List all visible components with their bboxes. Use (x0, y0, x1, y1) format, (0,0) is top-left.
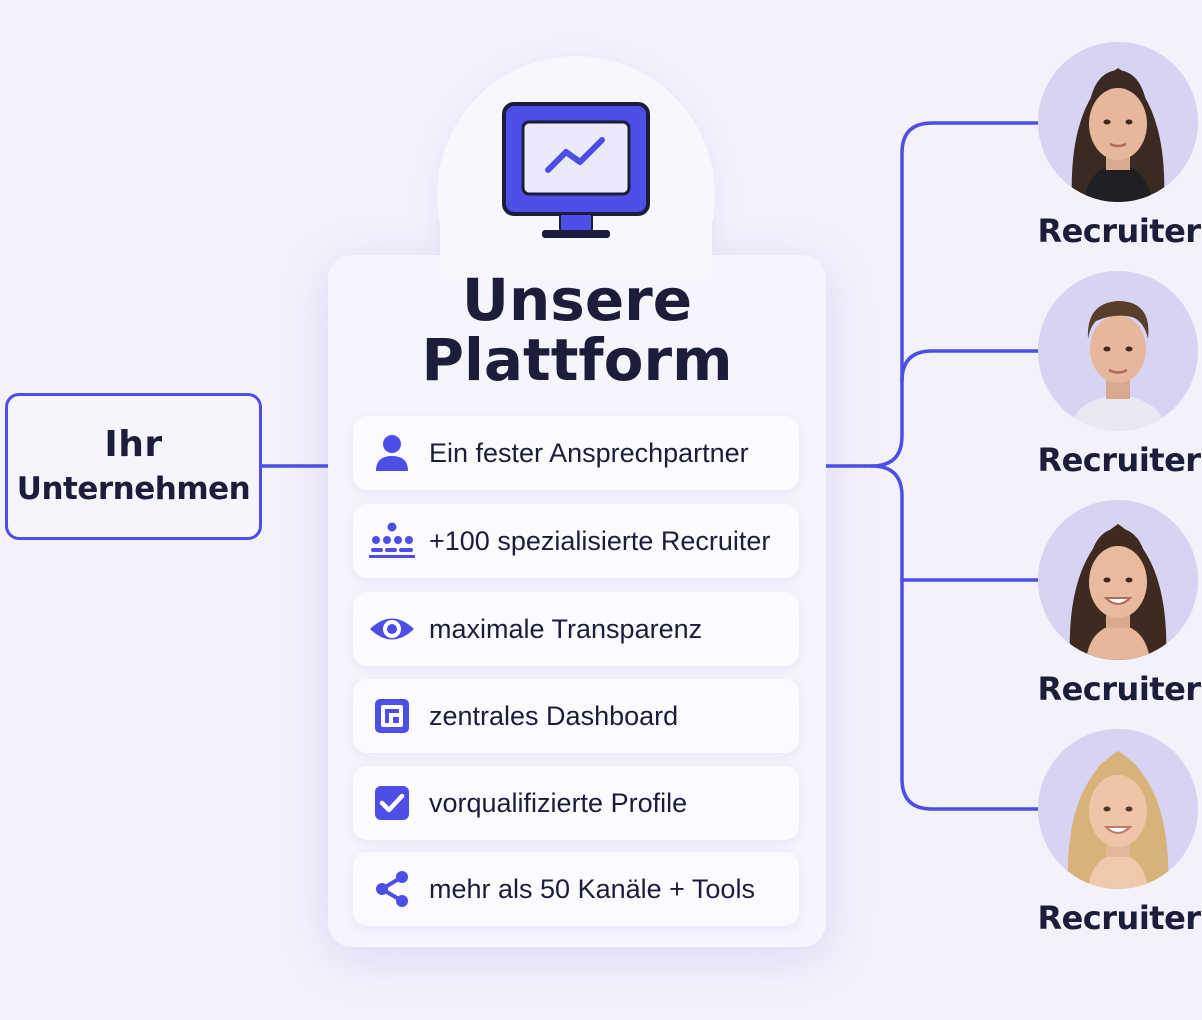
recruiter-avatar (1038, 42, 1198, 202)
feature-contact-person: Ein fester Ansprechpartner (353, 416, 799, 490)
platform-title-line2: Plattform (421, 326, 733, 394)
team-icon (367, 521, 417, 561)
company-label-line2: Unternehmen (16, 470, 251, 507)
checkbox-icon (367, 783, 417, 823)
recruiter-label: Recruiter (1037, 899, 1201, 937)
recruiter-label: Recruiter (1037, 441, 1201, 479)
feature-transparency: maximale Transparenz (353, 592, 799, 666)
eye-icon (367, 609, 417, 649)
feature-recruiters: +100 spezialisierte Recruiter (353, 504, 799, 578)
recruiter-avatar (1038, 729, 1198, 889)
dashboard-icon (367, 696, 417, 736)
recruiter-avatar (1038, 271, 1198, 431)
recruiter-branch-4 (900, 578, 1042, 811)
recruiter-branch-3 (870, 464, 1042, 582)
feature-label: +100 spezialisierte Recruiter (429, 525, 771, 556)
feature-profiles: vorqualifizierte Profile (353, 766, 799, 840)
feature-label: maximale Transparenz (429, 613, 703, 644)
recruiter-label: Recruiter (1037, 212, 1201, 250)
feature-label: vorqualifizierte Profile (429, 787, 688, 818)
share-icon (367, 869, 417, 909)
platform-title-line1: Unsere (461, 266, 693, 334)
recruiter-trunk (824, 121, 1042, 468)
feature-channels: mehr als 50 Kanäle + Tools (353, 852, 799, 926)
feature-label: Ein fester Ansprechpartner (429, 437, 749, 468)
feature-dashboard: zentrales Dashboard (353, 679, 799, 753)
recruiter-label: Recruiter (1037, 670, 1201, 708)
feature-label: mehr als 50 Kanäle + Tools (429, 873, 755, 904)
platform-title: Unsere Plattform (328, 270, 826, 390)
company-label-line1: Ihr (104, 423, 163, 465)
monitor-chart-icon (502, 102, 650, 238)
recruiter-avatar (1038, 500, 1198, 660)
feature-label: zentrales Dashboard (429, 700, 679, 731)
recruiter-branch-2 (900, 349, 1042, 383)
person-icon (367, 433, 417, 473)
company-box: Ihr Unternehmen (5, 393, 262, 540)
